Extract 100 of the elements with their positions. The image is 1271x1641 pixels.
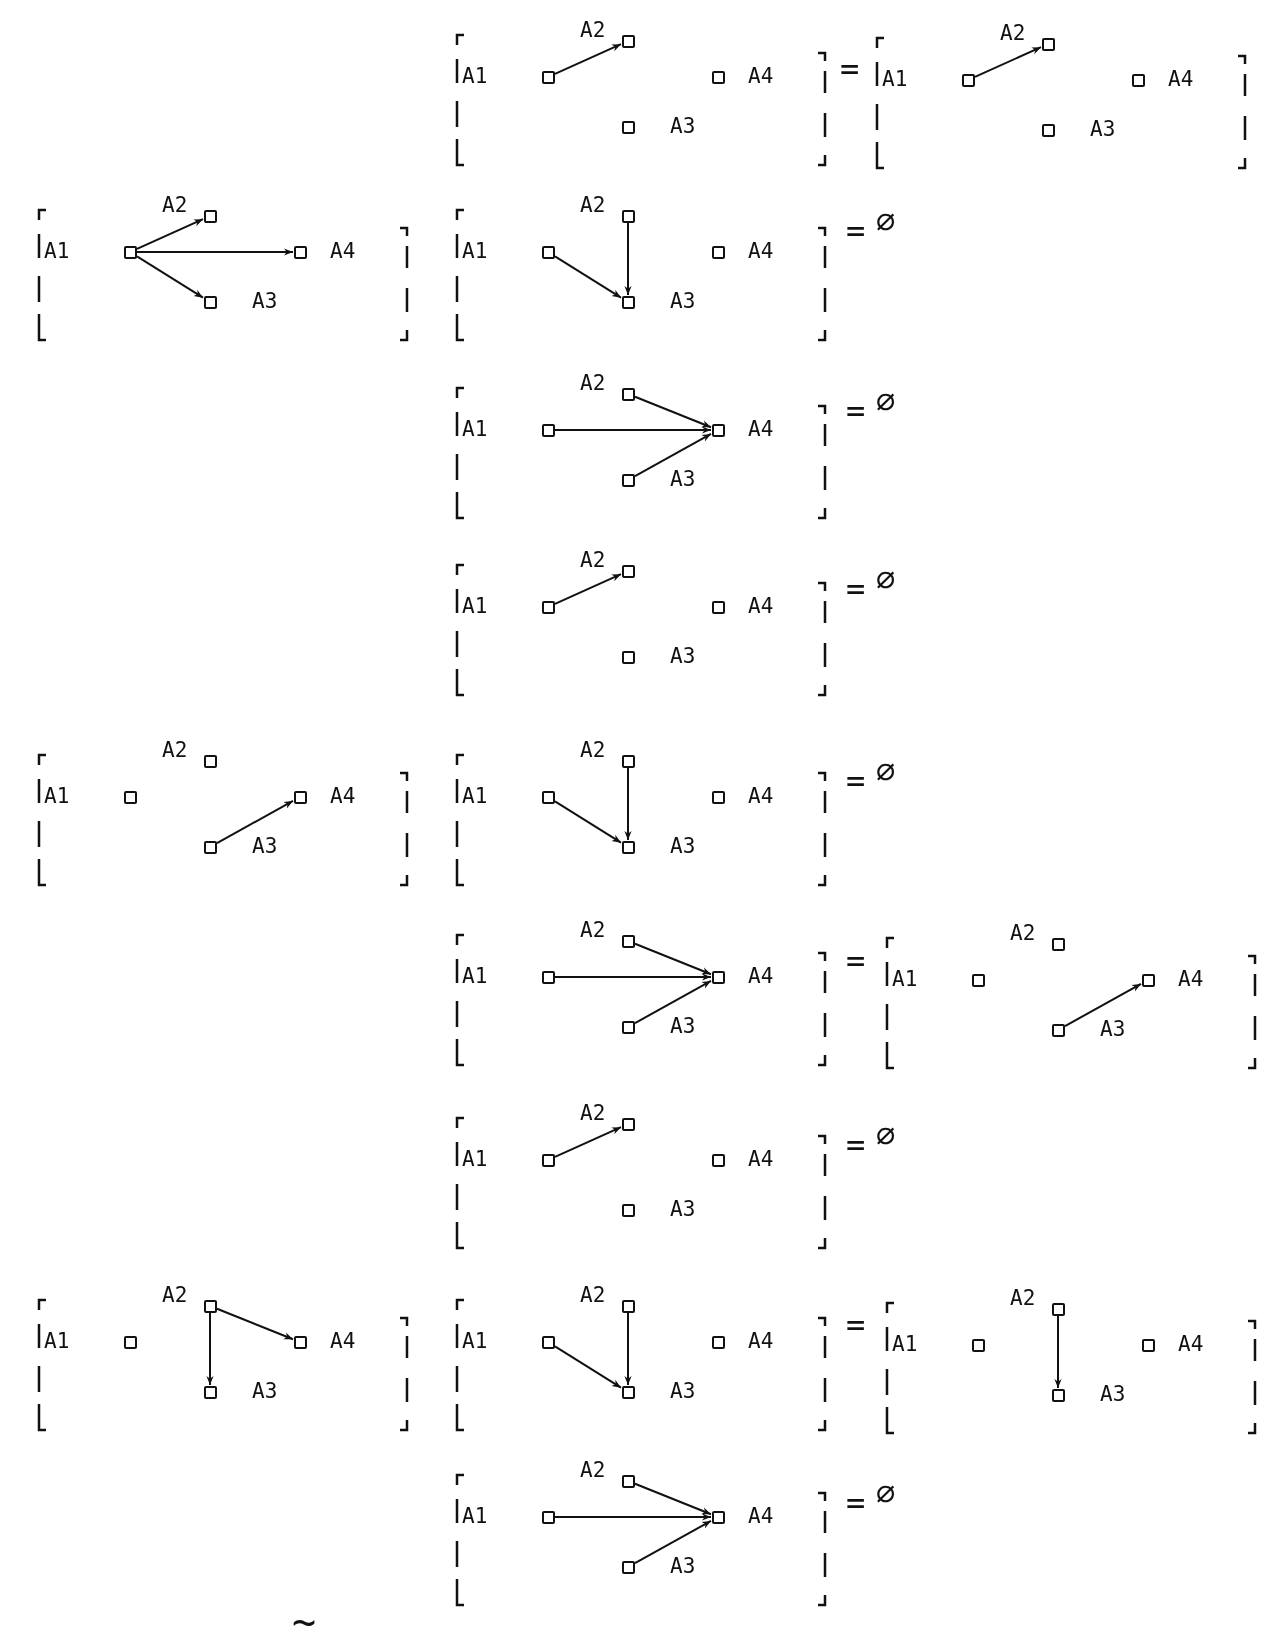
vertex-label: A1 [462, 240, 488, 262]
vertex-label: A4 [748, 965, 774, 987]
math-symbol: ∅ [876, 384, 896, 418]
vertex-label: A2 [1010, 922, 1036, 944]
vertex-square [621, 1117, 635, 1131]
math-symbol: = [846, 1486, 866, 1520]
vertex-label: A1 [44, 240, 70, 262]
vertex-square [203, 1385, 217, 1399]
vertex-label: A3 [252, 290, 278, 312]
arrow [624, 767, 632, 841]
vertex-label: A4 [748, 785, 774, 807]
vertex-label: A4 [748, 1330, 774, 1352]
vertex-label: A4 [330, 785, 356, 807]
arrow [554, 800, 622, 844]
arrow [206, 1312, 214, 1386]
vertex-square [1051, 937, 1065, 951]
vertex-label: A2 [580, 372, 606, 394]
vertex-square [1141, 973, 1155, 987]
vertex-label: A2 [580, 919, 606, 941]
math-symbol: = [840, 52, 860, 86]
vertex-square [621, 473, 635, 487]
arrow [634, 942, 712, 976]
math-symbol: = [846, 394, 866, 428]
vertex-label: A4 [1178, 1333, 1204, 1355]
arrow [136, 248, 294, 256]
vertex-label: A4 [748, 1148, 774, 1170]
vertex-label: A2 [1010, 1287, 1036, 1309]
vertex-square [711, 70, 725, 84]
vertex-label: A1 [462, 965, 488, 987]
vertex-square [711, 423, 725, 437]
vertex-square [621, 1020, 635, 1034]
vertex-label: A4 [748, 595, 774, 617]
arrow [554, 573, 622, 605]
math-symbol: ∅ [876, 1118, 896, 1152]
vertex-label: A1 [462, 1330, 488, 1352]
vertex-square [203, 1299, 217, 1313]
vertex-label: A1 [462, 1148, 488, 1170]
vertex-square [621, 1203, 635, 1217]
vertex-square [711, 1335, 725, 1349]
vertex-square [541, 1510, 555, 1524]
arrow [554, 255, 622, 299]
arrow [136, 218, 204, 250]
vertex-label: A4 [748, 240, 774, 262]
vertex-square [1041, 123, 1055, 137]
arrow [554, 1513, 712, 1521]
vertex-label: A2 [162, 194, 188, 216]
vertex-label: A1 [44, 1330, 70, 1352]
vertex-square [1131, 73, 1145, 87]
vertex-label: A3 [670, 1198, 696, 1220]
vertex-label: A3 [670, 290, 696, 312]
vertex-square [621, 387, 635, 401]
vertex-label: A4 [330, 240, 356, 262]
vertex-square [621, 840, 635, 854]
math-symbol: ∅ [876, 754, 896, 788]
vertex-label: A2 [580, 1459, 606, 1481]
vertex-square [621, 209, 635, 223]
vertex-label: A3 [670, 645, 696, 667]
vertex-label: A4 [748, 65, 774, 87]
vertex-label: A1 [892, 968, 918, 990]
vertex-square [621, 1385, 635, 1399]
vertex-square [621, 1474, 635, 1488]
math-symbol: ∅ [876, 204, 896, 238]
vertex-square [621, 1299, 635, 1313]
vertex-square [711, 970, 725, 984]
vertex-label: A3 [670, 115, 696, 137]
arrow [634, 1482, 712, 1516]
arrow [216, 1307, 294, 1341]
vertex-square [621, 1560, 635, 1574]
arrow [216, 799, 294, 845]
vertex-square [711, 1153, 725, 1167]
math-symbol: = [846, 764, 866, 798]
vertex-square [293, 790, 307, 804]
vertex-square [203, 295, 217, 309]
vertex-square [621, 934, 635, 948]
vertex-square [541, 970, 555, 984]
vertex-square [1051, 1302, 1065, 1316]
vertex-label: A2 [162, 1284, 188, 1306]
vertex-label: A4 [748, 1505, 774, 1527]
vertex-square [203, 754, 217, 768]
vertex-square [621, 120, 635, 134]
vertex-label: A4 [1168, 68, 1194, 90]
vertex-square [1051, 1388, 1065, 1402]
vertex-square [621, 650, 635, 664]
arrow [634, 979, 712, 1025]
vertex-label: A2 [162, 739, 188, 761]
vertex-label: A2 [580, 549, 606, 571]
vertex-square [1141, 1338, 1155, 1352]
vertex-label: A2 [1000, 22, 1026, 44]
vertex-square [711, 600, 725, 614]
vertex-square [203, 209, 217, 223]
vertex-label: A3 [670, 468, 696, 490]
vertex-label: A1 [462, 1505, 488, 1527]
vertex-square [123, 245, 137, 259]
vertex-label: A1 [462, 595, 488, 617]
vertex-label: A3 [670, 1380, 696, 1402]
vertex-label: A3 [1090, 118, 1116, 140]
vertex-label: A2 [580, 194, 606, 216]
vertex-square [293, 245, 307, 259]
vertex-square [711, 790, 725, 804]
vertex-label: A2 [580, 1284, 606, 1306]
